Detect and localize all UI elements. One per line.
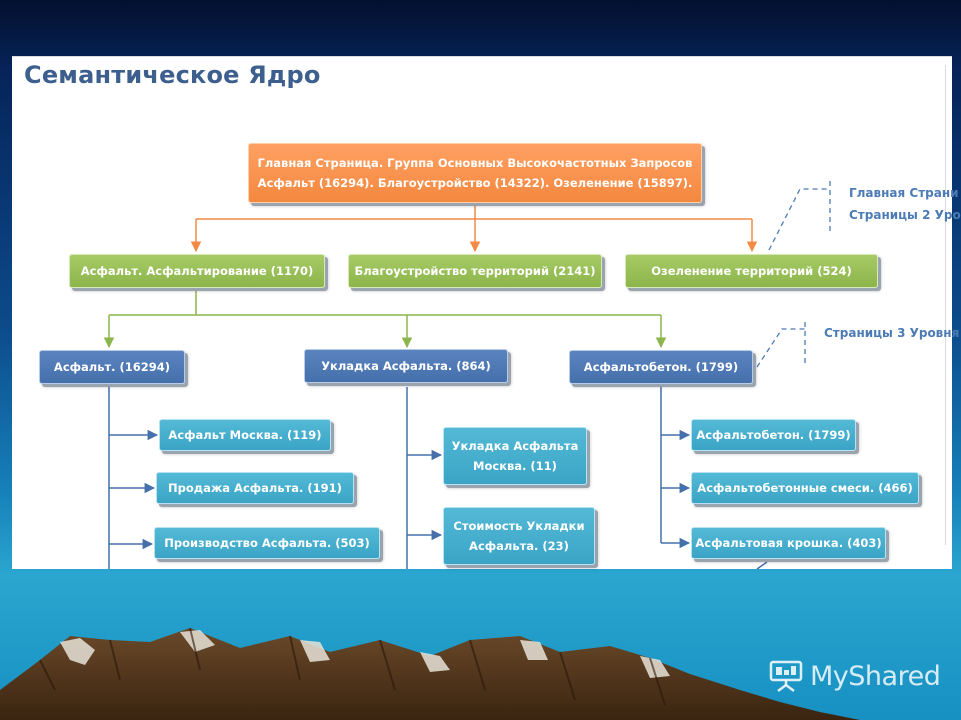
level4-mid-node-2: Стоимость Укладки Асфальта. (23) [443,507,595,565]
level4-mid-node-1-line-1: Укладка Асфальта [451,439,579,453]
level4-mid-node-1-line-2: Москва. (11) [473,459,557,473]
panel-edge-rule [945,65,946,545]
annotation-brackets [756,181,831,368]
level2-node-greening: Озеленение территорий (524) [625,254,878,288]
level2-connectors [103,291,667,349]
annotation-level2-line-1: Главная Страни [849,186,959,200]
connector-lines [103,181,831,570]
mountain-ridges [39,627,666,706]
myshared-logo: MyShared [768,655,954,697]
level4-left-node-3: Производство Асфальта. (503) [154,527,380,559]
mountain-range [0,628,860,720]
page-title: Семантическое Ядро [24,61,321,89]
root-line-2: Асфальт (16294). Благоустройство (14322)… [257,176,693,190]
annotation-level2-line-2: Страницы 2 Уро [849,208,961,222]
level4-mid-node-2-line-2: Асфальта. (23) [469,539,569,553]
diagram-panel: Семантическое Ядро [12,56,961,570]
level4-left-node-2: Продажа Асфальта. (191) [156,472,354,504]
level4-right-node-3: Асфальтовая крошка. (403) [691,527,886,559]
level4-mid-node-2-line-1: Стоимость Укладки [453,519,585,533]
level3-node-asphalt: Асфальт. (16294) [39,350,185,384]
root-connectors [190,203,758,253]
root-node: Главная Страница. Группа Основных Высоко… [248,143,702,203]
annotation-level3: Страницы 3 Уровня [824,326,960,340]
level3-connectors [108,387,768,570]
brand-label: MyShared [810,660,941,692]
level4-right-node-1: Асфальтобетон. (1799) [691,419,856,451]
level4-mid-node-1: Укладка Асфальта Москва. (11) [443,427,587,485]
level2-node-landscaping: Благоустройство территорий (2141) [348,254,602,288]
presentation-screen-icon [769,660,803,692]
level3-node-asphalt-laying: Укладка Асфальта. (864) [304,349,508,383]
level4-left-node-1: Асфальт Москва. (119) [159,419,331,451]
level2-node-asphalt: Асфальт. Асфальтирование (1170) [69,254,325,288]
level4-right-node-2: Асфальтобетонные смеси. (466) [691,472,919,504]
root-line-1: Главная Страница. Группа Основных Высоко… [257,156,693,170]
level3-node-asphalt-concrete: Асфальтобетон. (1799) [569,350,753,384]
